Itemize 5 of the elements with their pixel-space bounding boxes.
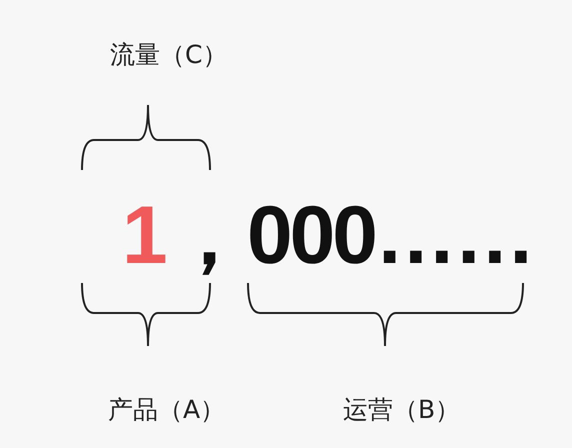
part-label: 产品（A） [108, 394, 226, 426]
heading-label: 流量（C） [110, 39, 228, 71]
digit-text: 1 [122, 195, 165, 277]
number-text: ，000…… [168, 195, 533, 277]
part-label: 运营（B） [343, 394, 460, 426]
